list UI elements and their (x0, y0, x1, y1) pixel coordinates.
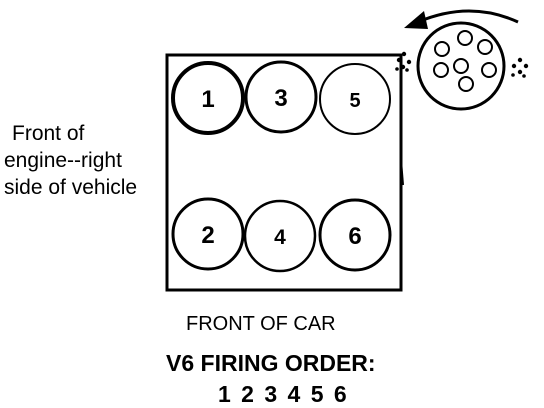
left-clip-icon (395, 51, 412, 72)
distributor-terminal (433, 62, 449, 78)
cylinder-4: 4 (243, 199, 317, 273)
distributor-terminal (477, 39, 493, 55)
distributor-rotor (453, 58, 469, 74)
cylinder-5: 5 (319, 63, 391, 135)
rotation-arrowhead-icon (404, 11, 428, 29)
right-clip-icon (511, 57, 529, 78)
distributor-cap (395, 9, 529, 111)
distributor-body (416, 21, 506, 111)
cylinder-6-bore (318, 198, 392, 272)
distributor-terminal (458, 76, 474, 92)
cylinder-2-bore (171, 197, 245, 271)
cylinder-1: 1 (171, 61, 245, 135)
cylinder-3-bore (244, 60, 318, 134)
cylinder-1-label: 1 (201, 86, 214, 113)
cylinder-1-bore (171, 61, 245, 135)
distributor-terminal (481, 62, 497, 78)
side-label-line-2: engine--right (4, 149, 122, 172)
engine-front-label: Front of engine--right side of vehicle (4, 120, 137, 201)
distributor-terminal (434, 41, 450, 57)
cylinder-3-label: 3 (274, 85, 287, 112)
cylinder-5-label: 5 (349, 90, 360, 112)
rotation-arrow (417, 9, 519, 24)
side-label-line-3: side of vehicle (4, 176, 138, 199)
cylinder-4-label: 4 (274, 226, 286, 249)
firing-order-title: V6 FIRING ORDER: (166, 350, 376, 376)
cylinder-2: 2 (171, 197, 245, 271)
front-of-car-label: FRONT OF CAR (186, 313, 336, 335)
block-edge-mark (400, 159, 404, 186)
cylinder-5-bore (319, 63, 391, 135)
cylinder-6: 6 (318, 198, 392, 272)
cylinder-4-bore (243, 199, 317, 273)
firing-order-sequence: 1 2 3 4 5 6 (218, 381, 349, 407)
cylinder-2-label: 2 (201, 222, 214, 249)
cylinder-3: 3 (244, 60, 318, 134)
cylinder-6-label: 6 (348, 223, 361, 250)
distributor-terminal (457, 30, 473, 46)
side-label-line-1: Front of (12, 122, 85, 145)
